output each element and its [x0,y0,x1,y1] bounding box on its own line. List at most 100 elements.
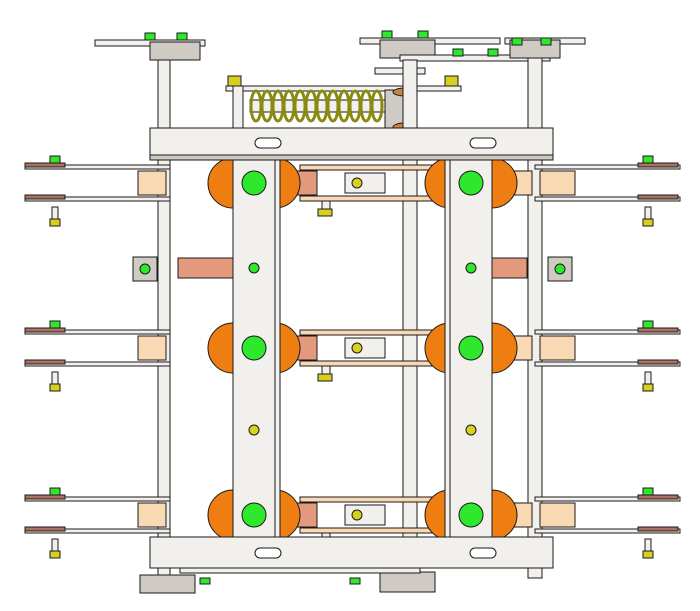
arc-shield [274,322,301,374]
hex-bolt-icon [642,487,654,496]
horizontal-rod [534,164,681,170]
pivot-bolt-icon [458,170,484,196]
hex-bolt-icon [199,577,211,585]
bolt-shank [644,538,652,552]
link-plate [299,329,446,336]
terminal-strip [637,494,679,500]
hex-bolt-icon [554,263,566,275]
toggle-link [344,172,386,194]
hex-bolt-icon [642,155,654,164]
slot [254,547,282,559]
slot [469,547,497,559]
pivot-bolt-icon [458,335,484,361]
toggle-link [344,337,386,359]
toggle-link [344,504,386,526]
bolt-shank [51,371,59,385]
slot [254,137,282,149]
terminal-strip [637,526,679,532]
arc-shield [207,489,234,541]
spring-coil [370,89,384,123]
arc-shield [207,322,234,374]
frame-edge [444,154,451,541]
nut-icon [49,550,61,559]
horizontal-rod [534,329,681,335]
arc-shield [491,157,518,209]
pivot-bolt-icon [458,502,484,528]
terminal-strip [24,327,66,333]
terminal-strip [637,162,679,168]
hex-bolt-icon [487,48,499,57]
vertical-shaft [232,85,244,132]
pivot-bolt-icon [241,170,267,196]
pin-icon [351,342,363,354]
bolt-shank [51,206,59,220]
nut-icon [317,208,333,217]
hex-bolt-icon [349,577,361,585]
hex-bolt-icon [642,320,654,329]
arc-shield [491,322,518,374]
arc-shield [207,157,234,209]
small-nut-icon [248,424,260,436]
nut-icon [642,383,654,392]
bolt-shank [644,371,652,385]
bottom-hub [379,571,436,593]
terminal-strip [24,526,66,532]
bolt-shank [644,206,652,220]
hex-bolt-icon [417,30,429,39]
pin-icon [351,177,363,189]
terminal-strip [637,327,679,333]
contact-bar [137,502,167,528]
link-plate [299,164,446,171]
horizontal-rod [534,528,681,534]
contact-bar [539,502,576,528]
terminal-strip [24,359,66,365]
nut-icon [49,383,61,392]
link-plate [299,360,446,367]
hex-bolt-icon [49,320,61,329]
hex-bolt-icon [452,48,464,57]
crossbar-edge [149,154,554,161]
pivot-bolt-icon [241,335,267,361]
connector-strip [491,257,528,279]
link-plate [299,527,446,534]
hex-bolt-icon [49,487,61,496]
pivot-bolt-icon [241,502,267,528]
hex-bolt-icon [176,32,188,41]
hex-bolt-icon [49,155,61,164]
contact-bar [137,335,167,361]
contact-bar [539,335,576,361]
slot [469,137,497,149]
terminal-strip [24,194,66,200]
arc-shield [424,322,451,374]
link-plate [299,195,446,202]
horizontal-rod [534,496,681,502]
nut-icon [317,373,333,382]
nut-icon [49,218,61,227]
horizontal-rod [534,361,681,367]
nut-icon [642,218,654,227]
connector-strip [177,257,234,279]
horizontal-rod [534,196,681,202]
link-plate [299,496,446,503]
top-left-hub [149,41,201,61]
terminal-strip [637,359,679,365]
small-bolt-icon [465,262,477,274]
hex-bolt-icon [540,37,552,46]
contact-bar [539,170,576,196]
nut-icon [227,75,242,87]
bottom-link-plate [179,567,421,574]
terminal-strip [24,162,66,168]
hex-bolt-icon [511,37,523,46]
bolt-shank [51,538,59,552]
pin-icon [351,509,363,521]
nut-icon [642,550,654,559]
frame-edge [274,154,281,541]
small-bolt-icon [248,262,260,274]
bottom-hub [139,574,196,594]
nut-icon [444,75,459,87]
lever-plate [374,67,426,75]
hex-bolt-icon [139,263,151,275]
arc-shield [491,489,518,541]
